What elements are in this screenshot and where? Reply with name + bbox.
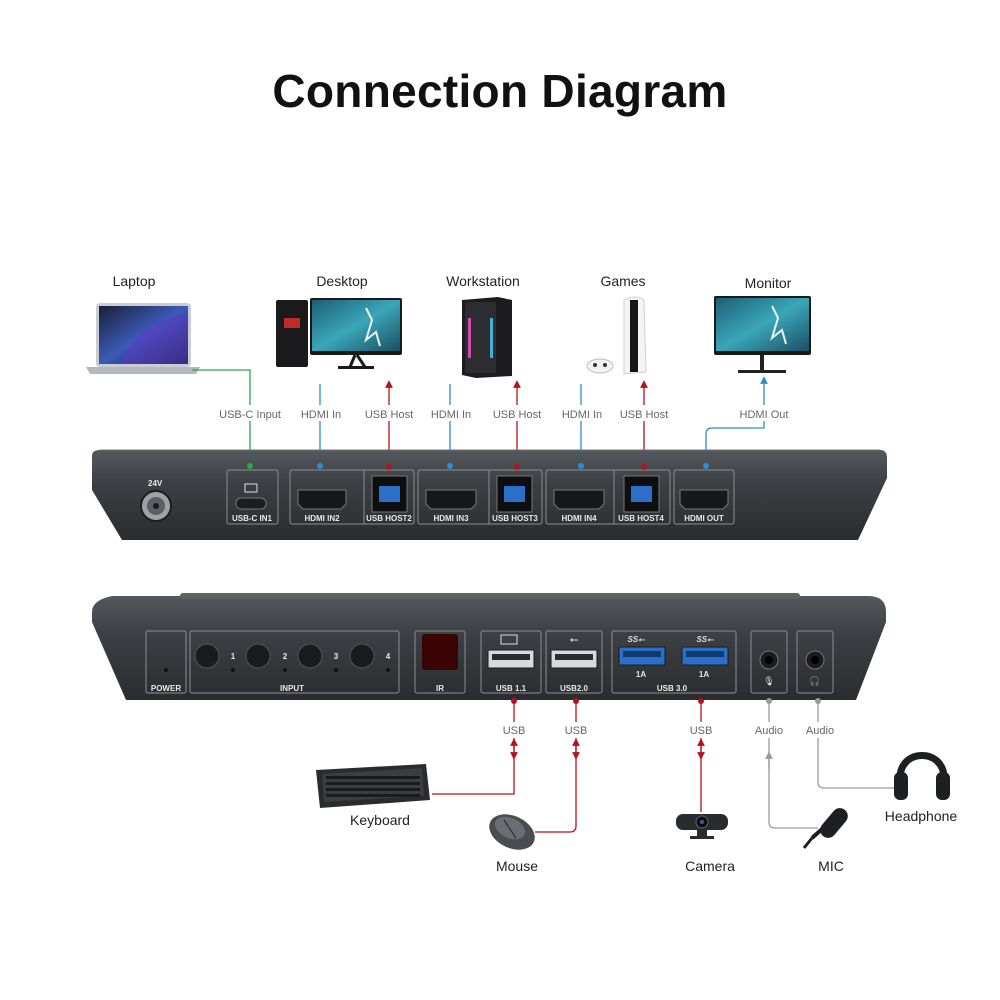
hdmi-out-port (679, 489, 729, 510)
mouse-icon (489, 814, 535, 850)
webcam-icon (676, 814, 728, 839)
device-label-mic: MIC (818, 858, 844, 874)
device-label-monitor: Monitor (745, 275, 792, 291)
input-button-1[interactable] (194, 643, 220, 669)
keyboard-icon (316, 764, 430, 808)
cable-keyboard (432, 703, 515, 795)
device-label-games: Games (600, 273, 645, 289)
conn-label-usb-keyboard: USB (503, 725, 526, 737)
device-label-laptop: Laptop (113, 273, 156, 289)
input-number-1: 1 (231, 652, 236, 661)
usb-symbol-icon: ⭠ (570, 633, 579, 646)
cable-headphone (817, 703, 896, 789)
front-panel: POWER 1 2 3 4 INPUT IR USB 1.1 ⭠ USB2.0 (92, 593, 886, 700)
game-console-icon (586, 296, 647, 375)
port-label-usbc-in1: USB-C IN1 (232, 514, 273, 523)
diagram-title: Connection Diagram (272, 65, 728, 117)
usbc-port (235, 497, 267, 510)
laptop-icon (86, 303, 200, 374)
conn-label-usb-mouse: USB (565, 725, 588, 737)
port-label-hdmi-in3: HDMI IN3 (433, 514, 469, 523)
headphone-icon (894, 752, 950, 800)
section-label-input: INPUT (280, 684, 304, 693)
conn-label-audio-mic: Audio (755, 725, 783, 737)
conn-label-usb-camera: USB (690, 725, 713, 737)
section-label-usb30: USB 3.0 (657, 684, 688, 693)
device-label-headphone: Headphone (885, 808, 958, 824)
conn-label-usb-host-2: USB Host (493, 409, 541, 421)
input-button-4[interactable] (349, 643, 375, 669)
conn-label-hdmi-out: HDMI Out (740, 409, 789, 421)
microphone-icon (802, 808, 848, 849)
rear-panel: 24V USB-C IN1 HDMI IN2 USB HOST2 HDMI IN… (92, 449, 887, 540)
conn-label-usbc: USB-C Input (219, 409, 281, 421)
section-label-usb11: USB 1.1 (496, 684, 527, 693)
laptop-small-icon (244, 483, 258, 493)
device-label-desktop: Desktop (316, 273, 368, 289)
cable-hdmi-out (705, 376, 768, 464)
conn-label-usb-host-3: USB Host (620, 409, 668, 421)
hdmi-in2-port (297, 489, 347, 510)
input-button-2[interactable] (245, 643, 271, 669)
hdmi-in3-port (425, 489, 477, 510)
tower-pc-icon (462, 297, 512, 378)
headphone-small-icon: 🎧 (809, 675, 820, 687)
input-button-3[interactable] (297, 643, 323, 669)
device-label-workstation: Workstation (446, 273, 520, 289)
port-label-usb-host4: USB HOST4 (618, 514, 664, 523)
conn-label-hdmi-in-3: HDMI In (562, 409, 602, 421)
power-label: 24V (148, 479, 163, 488)
input-number-2: 2 (283, 652, 288, 661)
input-number-3: 3 (334, 652, 339, 661)
usb3-ss-icon-1: SS⭠ (627, 635, 645, 644)
monitor-icon (714, 296, 811, 373)
cable-mic (768, 703, 818, 829)
conn-label-audio-headphone: Audio (806, 725, 834, 737)
conn-label-hdmi-in-2: HDMI In (431, 409, 471, 421)
conn-label-hdmi-in-1: HDMI In (301, 409, 341, 421)
mic-small-icon: 🎙 (763, 676, 774, 687)
section-label-power: POWER (151, 684, 181, 693)
desktop-pc-icon (276, 298, 402, 369)
input-number-4: 4 (386, 652, 391, 661)
port-label-usb-host2: USB HOST2 (366, 514, 412, 523)
port-label-hdmi-out: HDMI OUT (684, 514, 724, 523)
power-jack-icon: 24V (140, 479, 172, 522)
device-label-camera: Camera (685, 858, 735, 874)
section-label-ir: IR (436, 684, 444, 693)
port-label-hdmi-in2: HDMI IN2 (304, 514, 340, 523)
device-label-keyboard: Keyboard (350, 812, 410, 828)
section-label-usb20: USB2.0 (560, 684, 589, 693)
keyboard-small-icon (500, 634, 518, 645)
usb3-rating-1: 1A (636, 670, 646, 679)
usb3-rating-2: 1A (699, 670, 709, 679)
usb3-ss-icon-2: SS⭠ (696, 635, 714, 644)
hdmi-in4-port (553, 489, 605, 510)
device-label-mouse: Mouse (496, 858, 538, 874)
ir-receiver (422, 634, 458, 670)
conn-label-usb-host-1: USB Host (365, 409, 413, 421)
port-label-hdmi-in4: HDMI IN4 (561, 514, 597, 523)
port-label-usb-host3: USB HOST3 (492, 514, 538, 523)
cable-mouse (535, 703, 577, 833)
